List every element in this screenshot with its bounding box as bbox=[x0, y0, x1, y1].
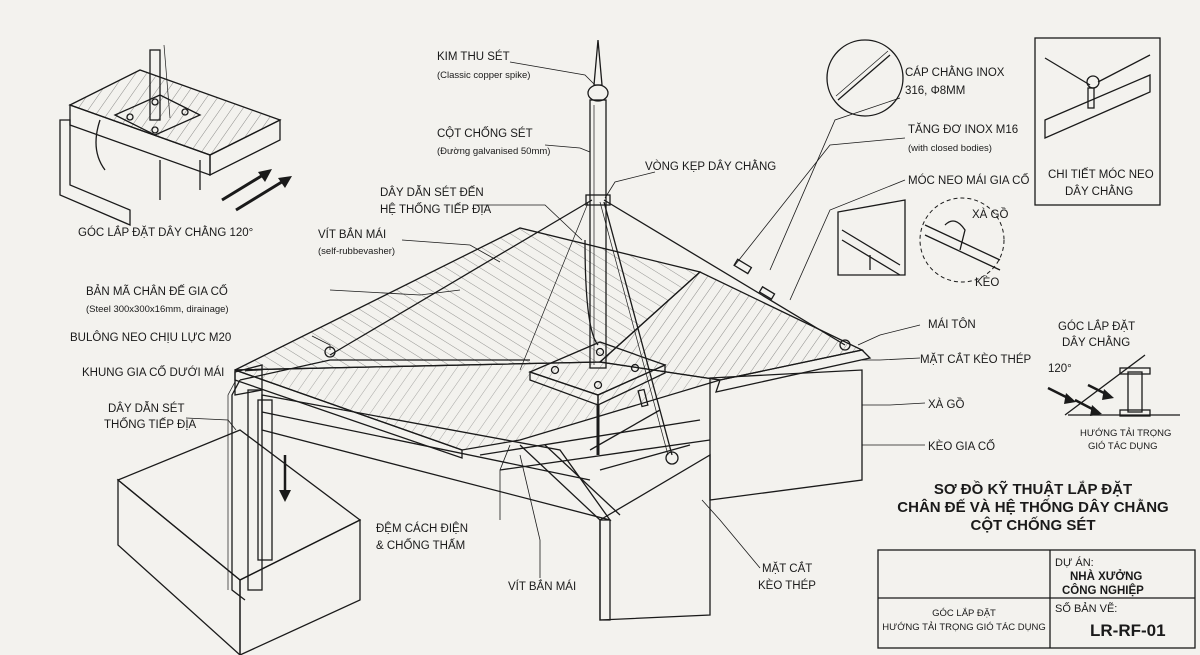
label-vit-ban-mai-bottom: VÍT BẮN MÁI bbox=[508, 580, 576, 593]
leader-lines bbox=[185, 61, 926, 578]
label-day-dan-tiep-dia-2: THỐNG TIẾP ĐỊA bbox=[104, 417, 197, 431]
ground-foundation bbox=[116, 429, 362, 655]
label-dem-cach-dien-2: & CHỐNG THẤM bbox=[376, 538, 465, 552]
label-chi-tiet-moc-neo-2: DÂY CHẰNG bbox=[1065, 185, 1133, 198]
label-ban-ma: BẢN MÃ CHÂN ĐẾ GIA CỐ bbox=[86, 284, 228, 298]
label-chi-tiet-moc-neo-1: CHI TIẾT MÓC NEO bbox=[1048, 168, 1154, 181]
label-ban-ma-sub: (Steel 300x300x16mm, dirainage) bbox=[86, 304, 229, 315]
label-khung-gia-co: KHUNG GIA CỐ DƯỚI MÁI bbox=[82, 365, 224, 379]
angle-diagram bbox=[1047, 354, 1180, 417]
du-an-label: DỰ ÁN: bbox=[1055, 556, 1094, 569]
label-bulong: BULÔNG NEO CHỊU LỰC M20 bbox=[70, 331, 231, 344]
label-huong-tai-1: HƯỚNG TẢI TRỌNG bbox=[1080, 427, 1171, 439]
so-ban-ve-value: LR-RF-01 bbox=[1090, 621, 1166, 640]
top-left-detail bbox=[59, 44, 292, 226]
label-keo-gia-co: KÈO GIA CỐ bbox=[928, 439, 995, 453]
so-ban-ve-label: SỐ BẢN VẼ: bbox=[1055, 601, 1117, 615]
label-vit-ban-mai-top-sub: (self-rubbevasher) bbox=[318, 246, 395, 257]
label-cap-chang-2: 316, Φ8MM bbox=[905, 85, 965, 97]
label-moc-neo: MÓC NEO MÁI GIA CỐ bbox=[908, 173, 1029, 187]
label-xa-go-detail: XÀ GỒ bbox=[972, 208, 1008, 221]
label-vong-kep: VÒNG KẸP DÂY CHẰNG bbox=[645, 160, 776, 173]
label-day-dan-set-2: HỆ THỐNG TIẾP ĐỊA bbox=[380, 202, 492, 216]
du-an-line-1: NHÀ XƯỞNG bbox=[1070, 570, 1142, 583]
label-mat-cat-keo-bottom-2: KÈO THÉP bbox=[758, 579, 816, 592]
label-angle-120: 120° bbox=[1048, 363, 1072, 375]
label-goc-lap-dat-right-1: GÓC LẮP ĐẶT bbox=[1058, 320, 1135, 333]
title-line-3: CỘT CHỐNG SÉT bbox=[970, 516, 1095, 534]
du-an-line-2: CÔNG NGHIỆP bbox=[1062, 584, 1144, 597]
label-kim-thu-set-sub: (Classic copper spike) bbox=[437, 70, 530, 81]
label-dem-cach-dien-1: ĐỆM CÁCH ĐIỆN bbox=[376, 522, 468, 535]
title-line-1: SƠ ĐỒ KỸ THUẬT LẮP ĐẶT bbox=[934, 480, 1132, 498]
label-mat-cat-keo-bottom-1: MẶT CẮT bbox=[762, 562, 812, 575]
purlin-detail bbox=[837, 197, 1005, 283]
building bbox=[227, 39, 872, 621]
label-day-dan-set-1: DÂY DẪN SÉT ĐẾN bbox=[380, 186, 484, 199]
label-cot-chong-set: CỘT CHỐNG SÉT bbox=[437, 126, 533, 140]
label-tang-do: TĂNG ĐƠ INOX M16 bbox=[908, 123, 1018, 136]
label-keo-detail: KÈO bbox=[975, 276, 999, 289]
label-cap-chang-1: CÁP CHẰNG INOX bbox=[905, 66, 1005, 79]
note-line-2: HƯỚNG TẢI TRỌNG GIÓ TÁC DỤNG bbox=[882, 621, 1046, 633]
label-day-dan-tiep-dia-1: DÂY DẪN SÉT bbox=[108, 402, 184, 415]
note-line-1: GÓC LẮP ĐẶT bbox=[932, 608, 996, 619]
label-huong-tai-2: GIÓ TÁC DỤNG bbox=[1088, 441, 1158, 452]
label-goc-lap-dat-right-2: DÂY CHẰNG bbox=[1062, 336, 1130, 349]
label-mai-ton: MÁI TÔN bbox=[928, 318, 976, 331]
wind-arrows-top-left bbox=[221, 169, 292, 212]
label-kim-thu-set: KIM THU SÉT bbox=[437, 50, 510, 63]
label-mat-cat-keo-right: MẶT CẮT KÈO THÉP bbox=[920, 353, 1032, 366]
cable-detail-circle bbox=[826, 39, 904, 117]
anchor-detail-box bbox=[1034, 37, 1161, 206]
label-goc-lap-dat-120: GÓC LẮP ĐẶT DÂY CHẰNG 120° bbox=[78, 226, 253, 239]
label-vit-ban-mai-top: VÍT BẮN MÁI bbox=[318, 228, 386, 241]
title-line-2: CHÂN ĐẾ VÀ HỆ THỐNG DÂY CHẰNG bbox=[897, 498, 1168, 516]
label-xa-go-right: XÀ GỒ bbox=[928, 398, 964, 411]
label-tang-do-sub: (with closed bodies) bbox=[908, 143, 992, 154]
label-cot-chong-set-sub: (Đường galvanised 50mm) bbox=[437, 146, 550, 157]
drawing-title: SƠ ĐỒ KỸ THUẬT LẮP ĐẶT CHÂN ĐẾ VÀ HỆ THỐ… bbox=[897, 480, 1168, 534]
title-block: DỰ ÁN: NHÀ XƯỞNG CÔNG NGHIỆP GÓC LẮP ĐẶT… bbox=[877, 549, 1196, 649]
